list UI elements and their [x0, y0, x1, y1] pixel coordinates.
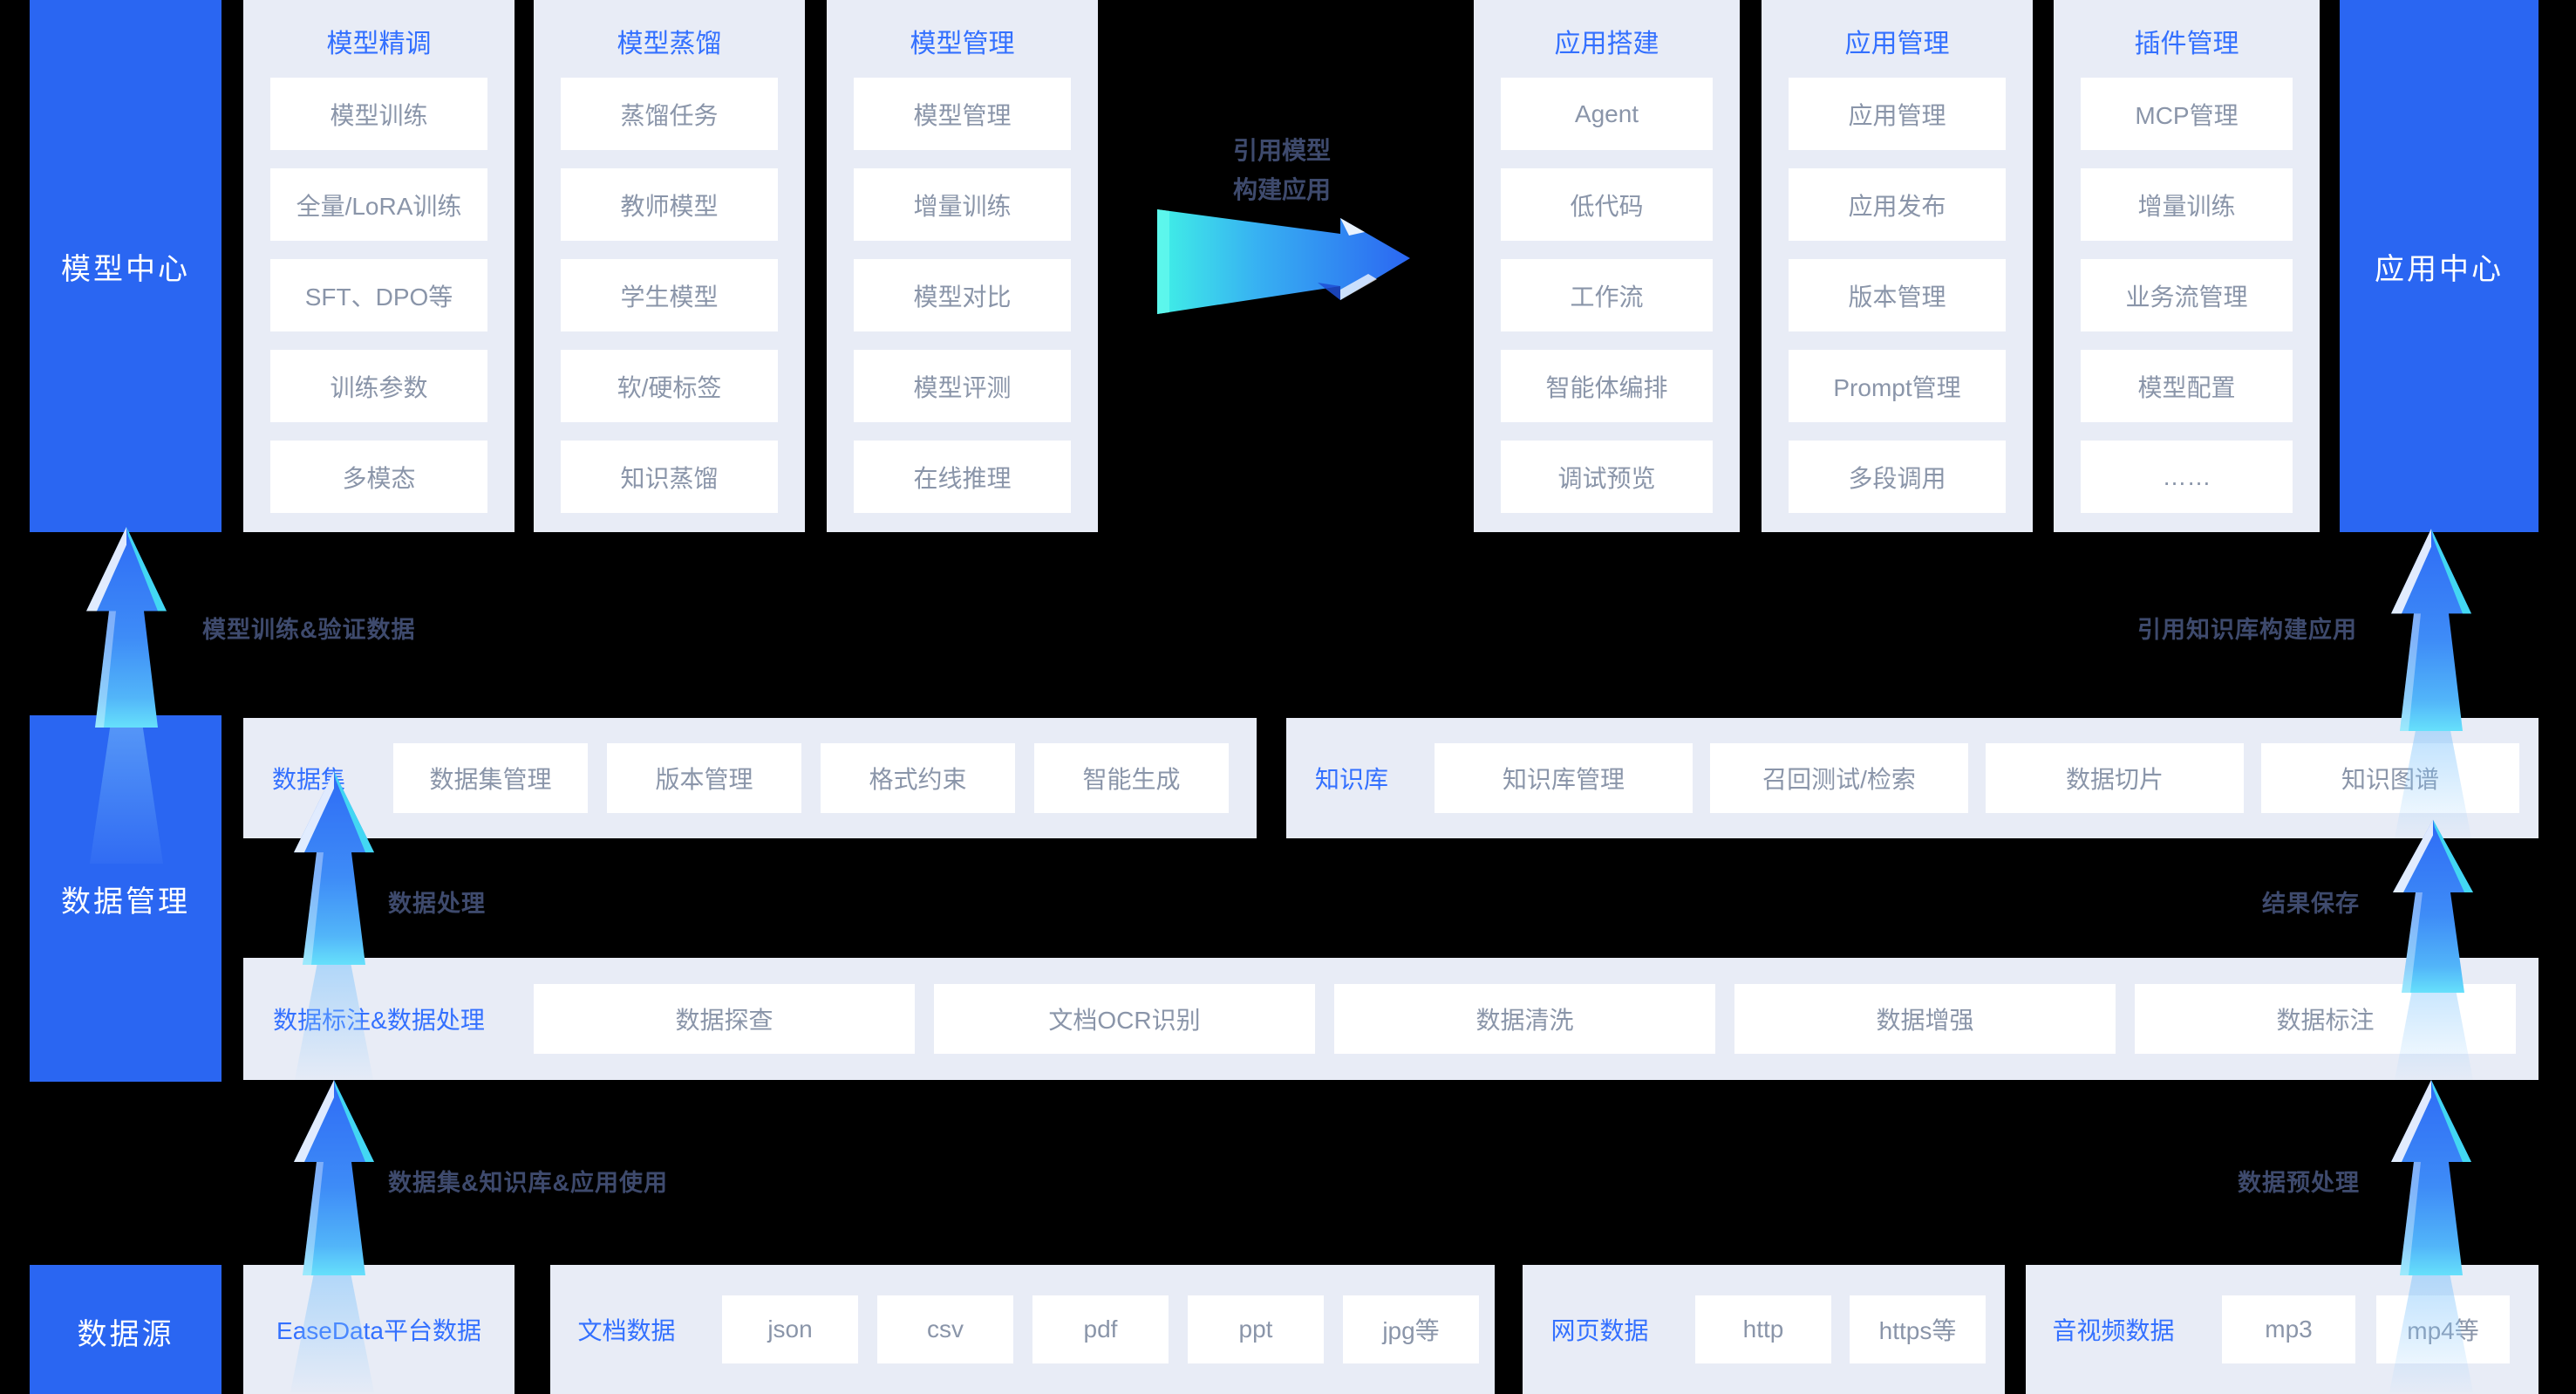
kb-row-title: 知识库 — [1314, 766, 1388, 793]
flow-label-dataset-usage: 数据集&知识库&应用使用 — [388, 1170, 668, 1196]
column-item: 在线推理 — [854, 441, 1071, 513]
column-item: SFT、DPO等 — [270, 259, 487, 331]
row-item: 版本管理 — [607, 743, 801, 813]
data-processing-row-panel: 数据标注&数据处理 数据探查 文档OCR识别 数据清洗 数据增强 数据标注 — [243, 958, 2539, 1080]
plugin-manage-column: 插件管理 MCP管理 增量训练 业务流管理 模型配置 …… — [2054, 0, 2320, 532]
column-item: 应用管理 — [1789, 78, 2006, 150]
column-item: 模型训练 — [270, 78, 487, 150]
row-item: 数据切片 — [1986, 743, 2244, 813]
column-item: 版本管理 — [1789, 259, 2006, 331]
row-item: http — [1695, 1295, 1831, 1363]
column-item: Prompt管理 — [1789, 350, 2006, 422]
row-item: json — [722, 1295, 858, 1363]
column-item: 增量训练 — [2081, 168, 2293, 241]
column-item: 蒸馏任务 — [561, 78, 778, 150]
model-center-label: 模型中心 — [61, 252, 190, 286]
column-item: 工作流 — [1501, 259, 1713, 331]
up-arrow-data-to-model-icon — [86, 527, 167, 728]
column-title: 应用搭建 — [1554, 30, 1659, 58]
document-data-panel: 文档数据 json csv pdf ppt jpg等 — [550, 1265, 1495, 1394]
app-center-pillar: 应用中心 — [2340, 0, 2539, 532]
row-item: ppt — [1188, 1295, 1324, 1363]
model-distill-column: 模型蒸馏 蒸馏任务 教师模型 学生模型 软/硬标签 知识蒸馏 — [534, 0, 805, 532]
data-source-label: 数据源 — [77, 1317, 174, 1351]
row-item: 召回测试/检索 — [1710, 743, 1968, 813]
row-item: 文档OCR识别 — [934, 984, 1315, 1054]
row-item: 数据探查 — [534, 984, 915, 1054]
row-item: 知识库管理 — [1435, 743, 1693, 813]
column-item: 软/硬标签 — [561, 350, 778, 422]
column-item: 多模态 — [270, 441, 487, 513]
app-manage-column: 应用管理 应用管理 应用发布 版本管理 Prompt管理 多段调用 — [1762, 0, 2033, 532]
column-item: 模型对比 — [854, 259, 1071, 331]
column-title: 模型蒸馏 — [617, 30, 722, 58]
column-item: MCP管理 — [2081, 78, 2293, 150]
document-data-title: 文档数据 — [577, 1317, 676, 1344]
column-item: 训练参数 — [270, 350, 487, 422]
row-item: csv — [877, 1295, 1013, 1363]
model-center-pillar: 模型中心 — [30, 0, 221, 532]
column-title: 模型精调 — [326, 30, 432, 58]
web-data-title: 网页数据 — [1550, 1317, 1649, 1344]
column-item: 增量训练 — [854, 168, 1071, 241]
row-item: mp3 — [2222, 1295, 2355, 1363]
up-arrow-source-to-processing-icon — [294, 1080, 374, 1275]
web-data-panel: 网页数据 http https等 — [1523, 1265, 2005, 1394]
easedata-panel: EaseData平台数据 — [243, 1265, 515, 1394]
row-item: pdf — [1032, 1295, 1169, 1363]
column-item: 调试预览 — [1501, 441, 1713, 513]
column-item: …… — [2081, 441, 2293, 513]
column-item: 智能体编排 — [1501, 350, 1713, 422]
row-item: 格式约束 — [821, 743, 1015, 813]
row-item: 知识图谱 — [2261, 743, 2519, 813]
row-item: 数据集管理 — [393, 743, 588, 813]
column-item: 全量/LoRA训练 — [270, 168, 487, 241]
column-item: 低代码 — [1501, 168, 1713, 241]
data-source-pillar: 数据源 — [30, 1265, 221, 1394]
column-item: 应用发布 — [1789, 168, 2006, 241]
up-arrow-media-to-processing-icon — [2391, 1080, 2471, 1275]
column-item: 模型管理 — [854, 78, 1071, 150]
flow-label-data-preprocess: 数据预处理 — [2238, 1170, 2360, 1196]
media-data-title: 音视频数据 — [2052, 1317, 2175, 1344]
column-item: 教师模型 — [561, 168, 778, 241]
up-arrow-processing-to-kb-icon — [2393, 819, 2473, 993]
flow-label-train-data: 模型训练&验证数据 — [202, 617, 416, 643]
column-item: 模型评测 — [854, 350, 1071, 422]
flow-label-result-save: 结果保存 — [2262, 891, 2360, 917]
column-title: 应用管理 — [1844, 30, 1950, 58]
model-manage-column: 模型管理 模型管理 增量训练 模型对比 模型评测 在线推理 — [827, 0, 1098, 532]
center-arrow-label-line2: 构建应用 — [1232, 176, 1331, 203]
column-title: 模型管理 — [910, 30, 1015, 58]
column-item: 模型配置 — [2081, 350, 2293, 422]
column-item: Agent — [1501, 78, 1713, 150]
flow-label-kb-build-app: 引用知识库构建应用 — [2137, 617, 2357, 643]
column-item: 业务流管理 — [2081, 259, 2293, 331]
flow-label-data-process: 数据处理 — [388, 891, 486, 917]
app-center-label: 应用中心 — [2375, 252, 2504, 286]
center-arrow-label-line1: 引用模型 — [1232, 137, 1331, 164]
row-item: https等 — [1850, 1295, 1986, 1363]
row-item: 数据清洗 — [1334, 984, 1715, 1054]
column-item: 多段调用 — [1789, 441, 2006, 513]
row-item: jpg等 — [1343, 1295, 1479, 1363]
row-item: 智能生成 — [1034, 743, 1229, 813]
column-title: 插件管理 — [2134, 30, 2239, 58]
up-arrow-kb-to-app-icon — [2391, 529, 2471, 731]
dataset-row-panel: 数据集 数据集管理 版本管理 格式约束 智能生成 — [243, 718, 1257, 838]
data-management-label: 数据管理 — [61, 885, 190, 919]
processing-row-title: 数据标注&数据处理 — [273, 1007, 485, 1034]
app-build-column: 应用搭建 Agent 低代码 工作流 智能体编排 调试预览 — [1474, 0, 1740, 532]
up-arrow-processing-to-dataset-icon — [294, 770, 374, 965]
model-finetune-column: 模型精调 模型训练 全量/LoRA训练 SFT、DPO等 训练参数 多模态 — [243, 0, 515, 532]
column-item: 知识蒸馏 — [561, 441, 778, 513]
right-flow-arrow-icon — [1157, 209, 1410, 314]
row-item: 数据增强 — [1734, 984, 2116, 1054]
center-arrow-label: 引用模型 构建应用 — [1173, 131, 1391, 209]
column-item: 学生模型 — [561, 259, 778, 331]
knowledge-base-row-panel: 知识库 知识库管理 召回测试/检索 数据切片 知识图谱 — [1286, 718, 2539, 838]
